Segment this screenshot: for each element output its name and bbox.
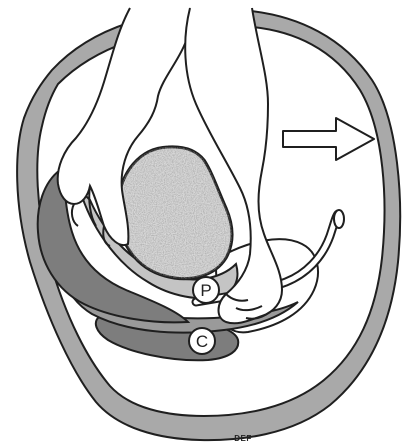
label-p: P xyxy=(200,281,211,300)
artist-signature: DEF xyxy=(234,434,252,443)
label-c: C xyxy=(196,332,208,351)
tube-tip xyxy=(334,210,344,228)
